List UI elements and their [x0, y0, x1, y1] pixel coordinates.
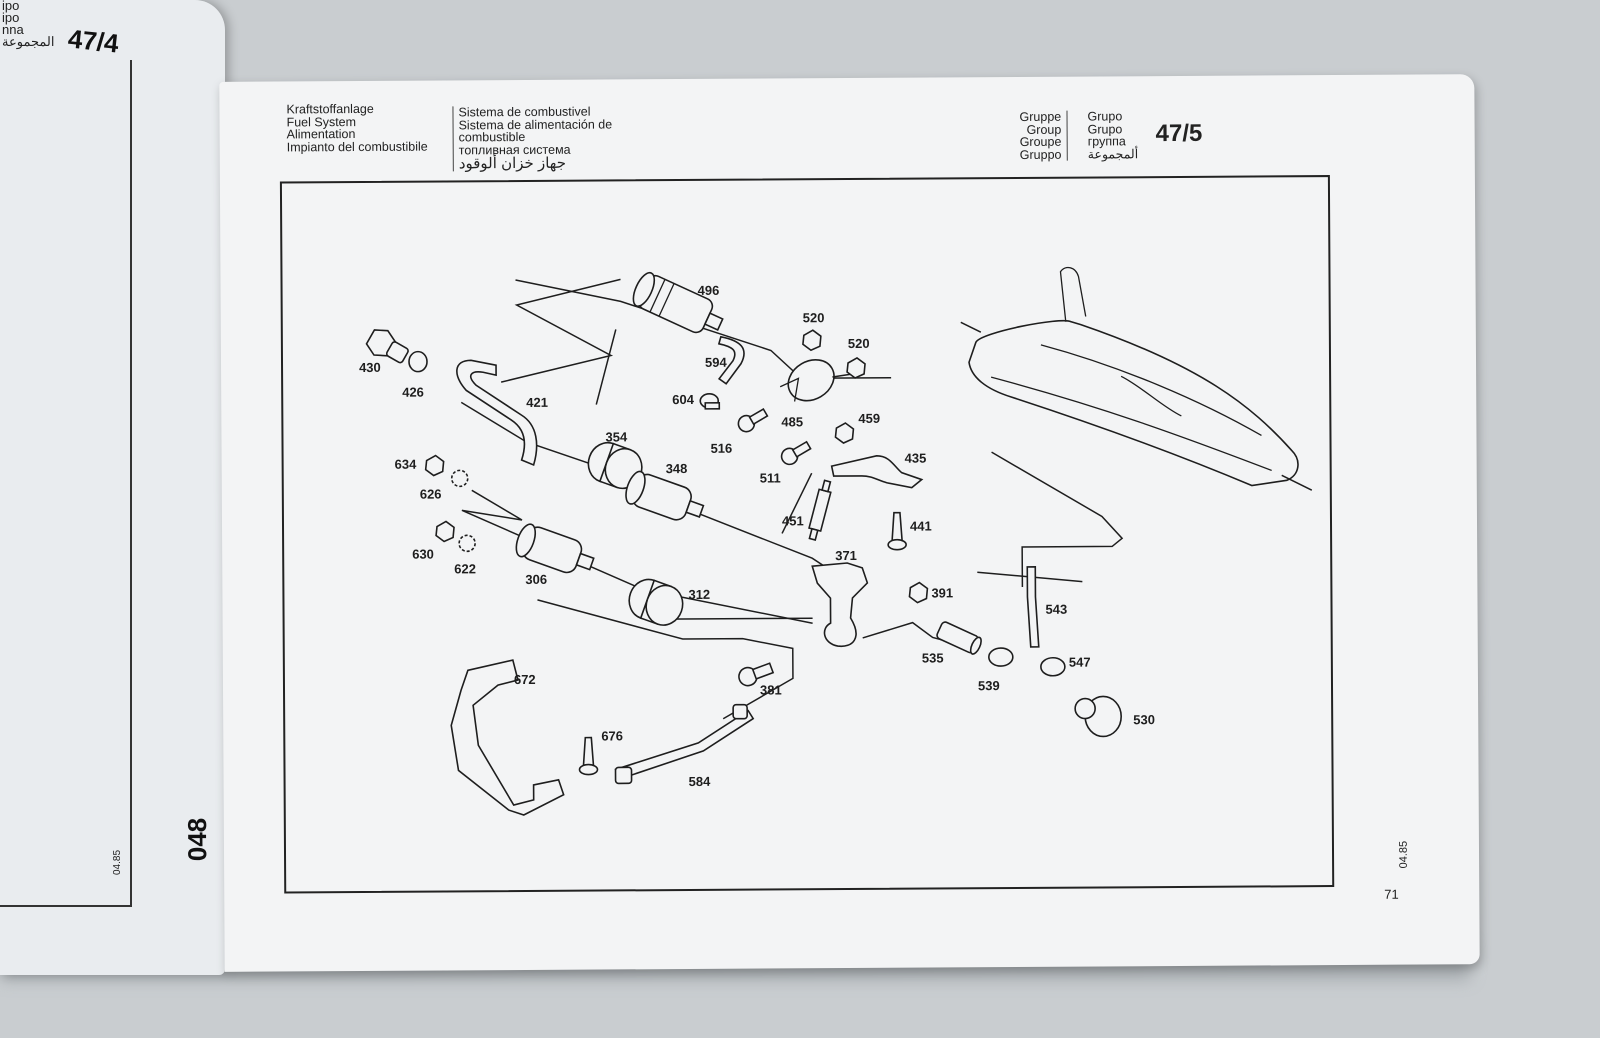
part-label-584: 584	[689, 774, 712, 789]
part-label-676: 676	[601, 728, 623, 743]
leader-lines	[460, 278, 1124, 720]
part-label-604: 604	[672, 392, 695, 407]
part-label-426: 426	[402, 385, 424, 400]
part-label-435: 435	[905, 451, 927, 466]
part-label-530: 530	[1133, 712, 1155, 727]
part-label-535: 535	[922, 650, 944, 665]
part-label-496: 496	[698, 283, 720, 298]
part-label-543: 543	[1045, 602, 1067, 617]
previous-page: ipo ipo nna المجموعة 47/4 04.85	[0, 0, 225, 975]
part-label-421: 421	[526, 395, 548, 410]
part-number-labels: 430 426 421 634 626 630 622 306 354 348 …	[359, 283, 1155, 789]
part-label-634: 634	[395, 457, 418, 472]
part-label-622: 622	[454, 561, 476, 576]
parts-drawings	[365, 271, 1122, 816]
page-code: 048	[181, 817, 213, 862]
part-label-594: 594	[705, 355, 728, 370]
part-label-381: 381	[760, 682, 782, 697]
part-label-630: 630	[412, 547, 434, 562]
previous-page-date: 04.85	[112, 849, 123, 875]
part-label-626: 626	[420, 486, 442, 501]
part-label-485: 485	[781, 414, 803, 429]
previous-page-frame	[0, 60, 132, 907]
part-label-441: 441	[910, 518, 932, 533]
part-label-547: 547	[1069, 655, 1091, 670]
previous-page-header-text: ipo ipo nna المجموعة	[2, 0, 55, 49]
part-label-520-a: 520	[803, 310, 825, 325]
part-label-516: 516	[710, 441, 732, 456]
fuel-tank-drawing	[960, 266, 1313, 491]
part-label-306: 306	[525, 572, 547, 587]
part-label-354: 354	[605, 429, 628, 444]
part-label-371: 371	[835, 548, 857, 563]
part-label-511: 511	[760, 470, 781, 485]
part-label-539: 539	[978, 678, 1000, 693]
part-label-391: 391	[931, 585, 953, 600]
catalog-page: Kraftstoffanlage Fuel System Alimentatio…	[182, 74, 1480, 972]
part-label-451: 451	[782, 513, 804, 528]
fuel-system-exploded-diagram: 430 426 421 634 626 630 622 306 354 348 …	[359, 266, 1313, 816]
previous-page-group-number: 47/4	[66, 23, 121, 59]
part-label-520-b: 520	[848, 336, 870, 351]
part-label-672: 672	[514, 672, 536, 687]
part-label-348: 348	[666, 461, 688, 476]
part-label-430: 430	[359, 360, 381, 375]
part-label-312: 312	[688, 587, 710, 602]
part-label-459: 459	[858, 411, 880, 426]
